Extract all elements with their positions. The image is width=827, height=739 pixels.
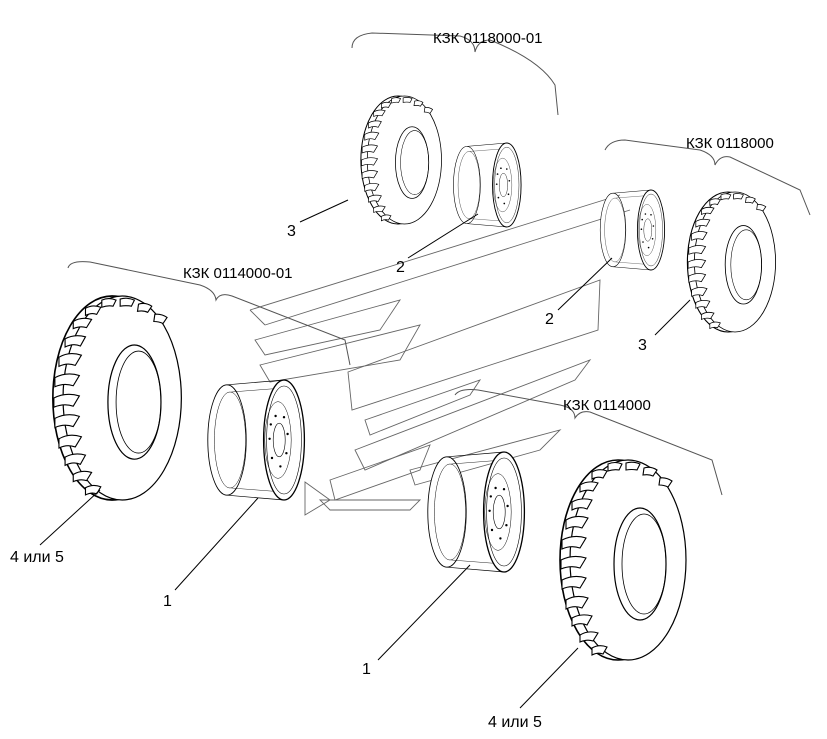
callout-3-right: 3: [638, 337, 647, 354]
callout-2-right: 2: [545, 311, 554, 328]
group-bracket-top: [351, 32, 559, 116]
tire-right: [686, 191, 777, 333]
tire-left: [52, 295, 183, 501]
callout-1-bottom: 1: [362, 661, 371, 678]
group-bracket-bottom: [454, 389, 723, 496]
tire-top: [360, 95, 443, 225]
rim-right: [599, 189, 666, 271]
group-bracket-left: [67, 261, 351, 366]
group-code-top: КЗК 0118000-01: [433, 30, 543, 47]
callout-2-top: 2: [396, 259, 405, 276]
group-code-left: КЗК 0114000-01: [183, 265, 293, 282]
callout-4or5-left: 4 или 5: [10, 549, 64, 566]
callout-3-top: 3: [287, 223, 296, 240]
frame-structure: [249, 194, 631, 516]
rim-bottom: [427, 451, 526, 573]
rim-top: [452, 142, 522, 228]
leader-lines: [39, 199, 691, 709]
group-code-right: КЗК 0118000: [686, 135, 774, 152]
group-code-bottom: КЗК 0114000: [563, 397, 651, 414]
tire-bottom: [559, 459, 687, 661]
group-bracket-right: [604, 139, 811, 216]
callout-1-left: 1: [163, 593, 172, 610]
callout-4or5-bottom: 4 или 5: [488, 714, 542, 731]
rim-left: [207, 379, 306, 501]
